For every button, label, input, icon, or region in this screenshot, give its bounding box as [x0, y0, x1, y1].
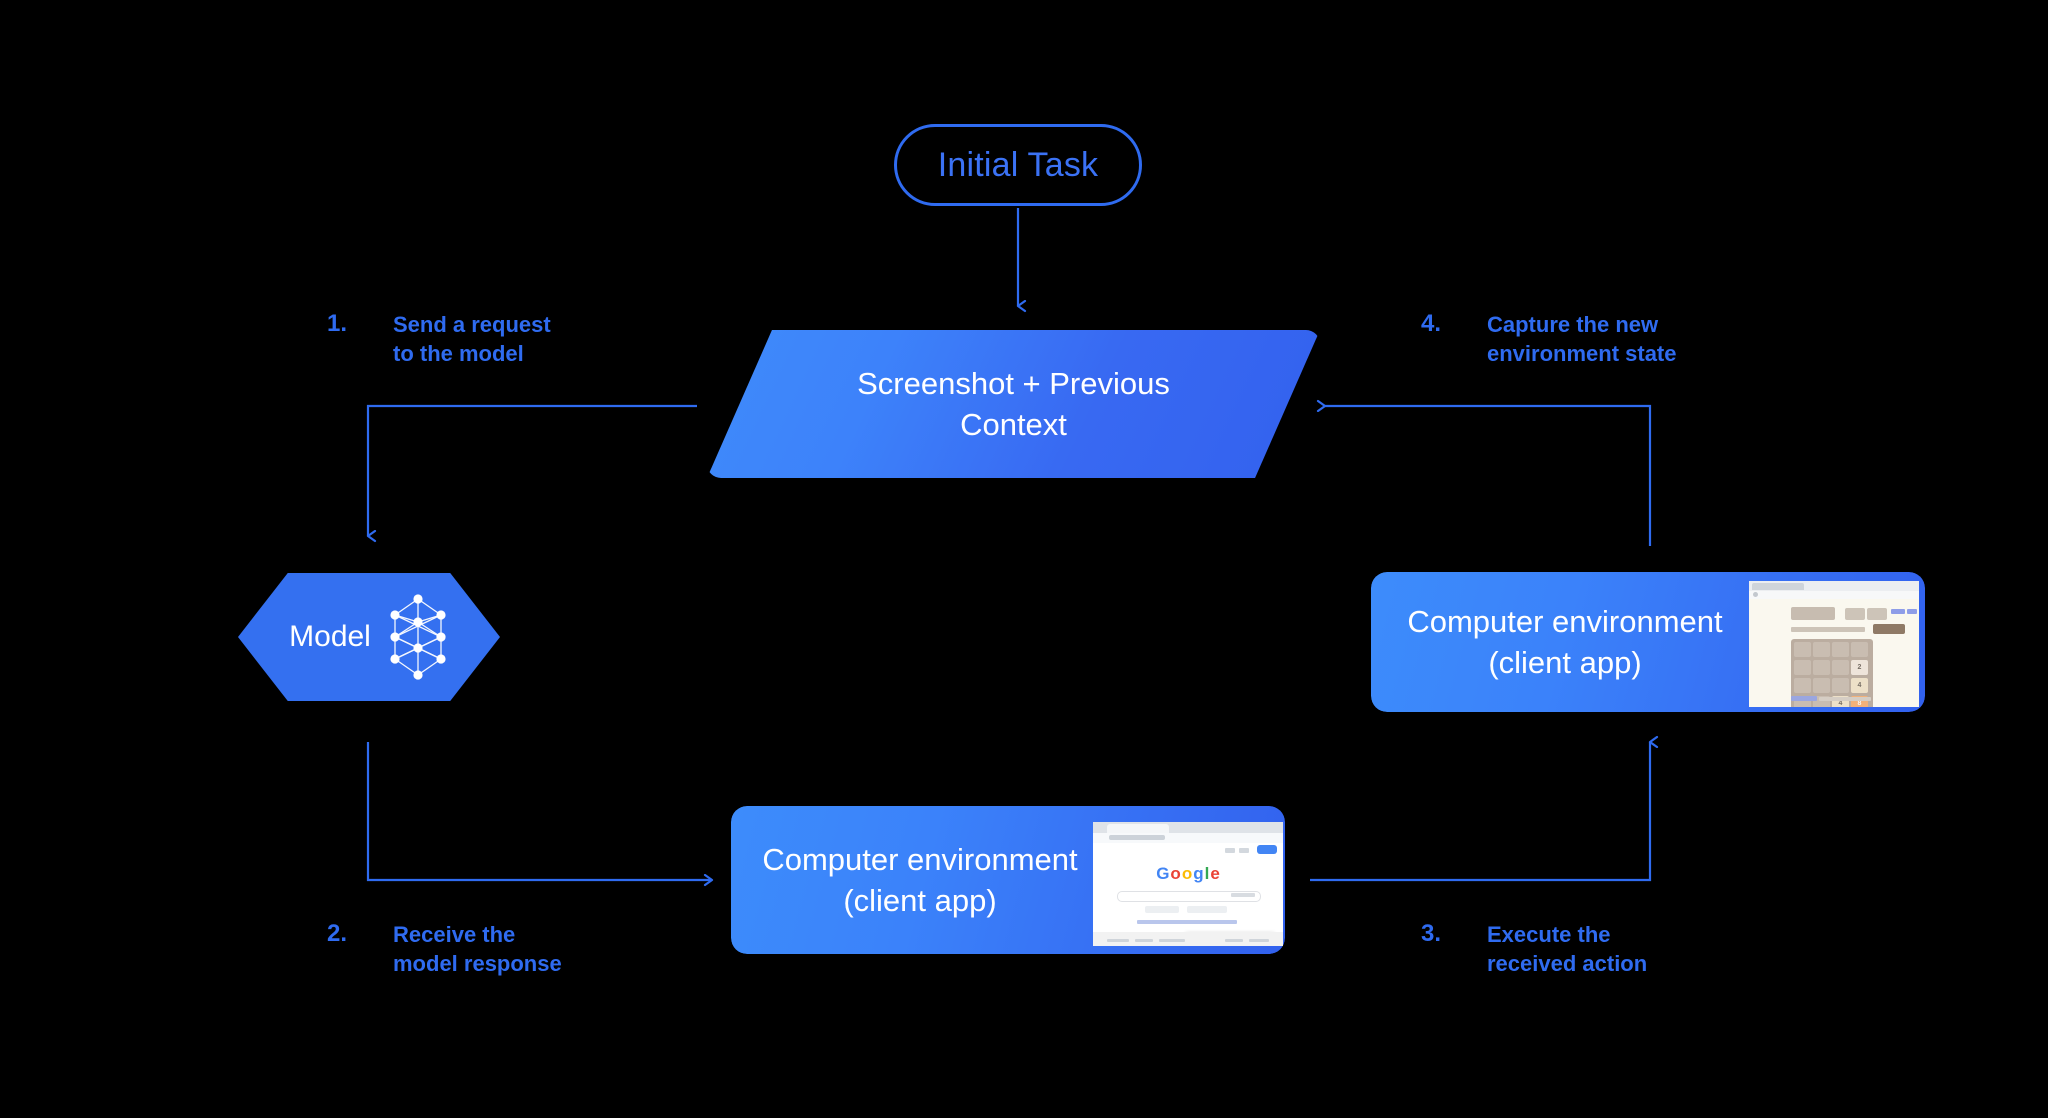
- best-score-box: [1867, 608, 1887, 620]
- footer-text: [1819, 697, 1871, 701]
- game-tile: 2: [1851, 660, 1868, 675]
- arrow-1-context-to-model: [366, 404, 697, 536]
- card-caption-bottom-line2: (client app): [843, 883, 997, 918]
- game-logo: [1791, 607, 1835, 620]
- initial-task-node: Initial Task: [894, 124, 1142, 206]
- step-text-1: Send a request to the model: [393, 312, 551, 366]
- card-caption-right-line2: (client app): [1488, 645, 1642, 680]
- screenshot-context-line2: Context: [960, 407, 1067, 442]
- step-label-3: 3. Execute the received action: [1421, 920, 1647, 978]
- screenshot-context-node: Screenshot + Previous Context: [707, 330, 1320, 478]
- feeling-lucky-button: [1187, 906, 1227, 913]
- model-shape: [238, 573, 500, 701]
- card-caption-bottom-line1: Computer environment: [762, 842, 1078, 877]
- screenshot-context-line1: Screenshot + Previous: [857, 366, 1170, 401]
- step-number-3: 3.: [1421, 920, 1442, 947]
- google-search-button: [1145, 906, 1179, 913]
- browser-toolbar: [1749, 591, 1919, 599]
- arrow-4-env-to-context: [1325, 406, 1652, 546]
- images-link: [1225, 848, 1235, 853]
- browser-omnibar: [1093, 833, 1283, 843]
- browser-titlebar: [1093, 822, 1283, 833]
- browser-titlebar: [1749, 581, 1919, 591]
- game-page: 2 4 4 8: [1749, 599, 1919, 707]
- step-number-4: 4.: [1421, 310, 1442, 337]
- step-text-4: Capture the new environment state: [1487, 312, 1677, 366]
- browser-tab: [1752, 583, 1804, 590]
- page-footer: [1093, 932, 1283, 946]
- screenshot-context-shape: [707, 330, 1320, 478]
- browser-tab: [1107, 824, 1169, 833]
- step-text-2: Receive the model response: [393, 922, 562, 976]
- card-caption-bottom: Computer environment (client app): [745, 839, 1095, 921]
- game-board: 2 4 4 8: [1791, 639, 1873, 707]
- search-box: [1117, 891, 1261, 902]
- game-tile: 4: [1851, 678, 1868, 693]
- new-game-button: [1873, 624, 1905, 634]
- gmail-link: [1239, 848, 1249, 853]
- browser-favicon: [1753, 592, 1758, 597]
- nav-link-2: [1907, 609, 1917, 614]
- arrow-2-model-to-env: [366, 742, 712, 880]
- card-caption-right: Computer environment (client app): [1385, 601, 1745, 683]
- game-subtitle: [1791, 627, 1865, 632]
- score-box: [1845, 608, 1865, 620]
- promo-text: [1137, 920, 1237, 924]
- step-label-4: 4. Capture the new environment state: [1421, 310, 1677, 368]
- arrow-3-env-to-env: [1310, 742, 1650, 882]
- sign-in-button: [1257, 845, 1277, 854]
- initial-task-label: Initial Task: [937, 145, 1099, 184]
- nav-link-1: [1891, 609, 1905, 614]
- computer-environment-card-right: Computer environment (client app): [1371, 572, 1925, 712]
- step-number-1: 1.: [327, 310, 348, 337]
- search-icons: [1231, 893, 1255, 897]
- footer-link: [1791, 696, 1817, 701]
- screenshot-context-text: Screenshot + Previous Context: [707, 330, 1320, 478]
- step-text-3: Execute the received action: [1487, 922, 1648, 976]
- card-caption-right-line1: Computer environment: [1407, 604, 1723, 639]
- model-node: Model: [238, 573, 500, 701]
- url-text: [1109, 835, 1165, 840]
- step-label-2: 2. Receive the model response: [327, 920, 562, 978]
- game-tile: 4: [1832, 696, 1849, 707]
- step-label-1: 1. Send a request to the model: [327, 310, 551, 368]
- thumbnail-2048-game: 2 4 4 8: [1749, 581, 1919, 707]
- step-number-2: 2.: [327, 920, 348, 947]
- neural-network-icon: [387, 591, 449, 683]
- game-tile: 8: [1851, 696, 1868, 707]
- model-label: Model: [289, 620, 371, 653]
